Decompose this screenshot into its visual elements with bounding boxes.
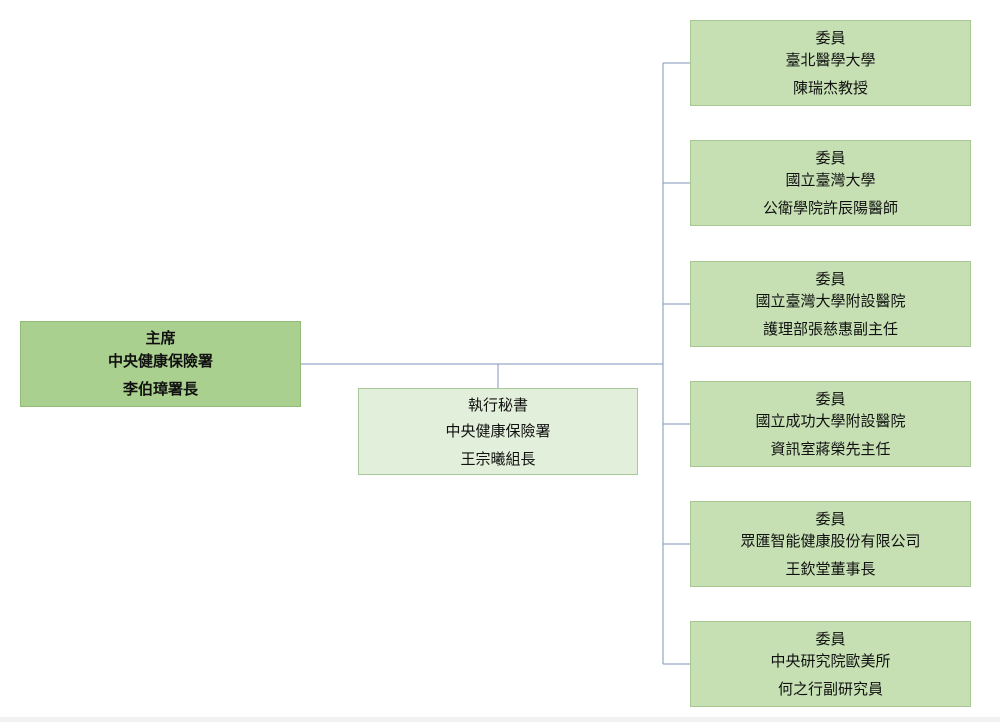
- secretary-person: 王宗曦組長: [460, 449, 536, 468]
- member-role: 委員: [815, 29, 846, 47]
- member-org: 眾匯智能健康股份有限公司: [740, 532, 921, 550]
- secretary-role: 執行秘書: [467, 395, 528, 414]
- member-person: 陳瑞杰教授: [792, 79, 868, 97]
- member-person: 何之行副研究員: [777, 680, 883, 698]
- member-person: 資訊室蔣榮先主任: [770, 440, 891, 458]
- member-box-3: 委員 國立臺灣大學附設醫院 護理部張慈惠副主任: [690, 261, 971, 347]
- member-box-6: 委員 中央研究院歐美所 何之行副研究員: [690, 621, 971, 707]
- member-org: 中央研究院歐美所: [770, 652, 891, 670]
- member-person: 公衛學院許辰陽醫師: [762, 199, 898, 217]
- member-box-4: 委員 國立成功大學附設醫院 資訊室蔣榮先主任: [690, 381, 971, 467]
- chairman-person: 李伯璋署長: [122, 380, 198, 398]
- member-role: 委員: [815, 510, 846, 528]
- member-org: 臺北醫學大學: [785, 51, 876, 69]
- bottom-divider: [0, 717, 1000, 722]
- secretary-org: 中央健康保險署: [445, 421, 551, 440]
- member-box-5: 委員 眾匯智能健康股份有限公司 王欽堂董事長: [690, 501, 971, 587]
- member-org: 國立臺灣大學: [785, 171, 876, 189]
- member-person: 護理部張慈惠副主任: [762, 320, 898, 338]
- member-box-1: 委員 臺北醫學大學 陳瑞杰教授: [690, 20, 971, 106]
- member-org: 國立臺灣大學附設醫院: [755, 292, 906, 310]
- chairman-role: 主席: [145, 329, 176, 347]
- member-box-2: 委員 國立臺灣大學 公衛學院許辰陽醫師: [690, 140, 971, 226]
- member-role: 委員: [815, 390, 846, 408]
- secretary-box: 執行秘書 中央健康保險署 王宗曦組長: [358, 388, 638, 475]
- member-org: 國立成功大學附設醫院: [755, 412, 906, 430]
- member-person: 王欽堂董事長: [785, 560, 876, 578]
- chairman-org: 中央健康保險署: [107, 352, 213, 370]
- member-role: 委員: [815, 270, 846, 288]
- chairman-box: 主席 中央健康保險署 李伯璋署長: [20, 321, 301, 407]
- member-role: 委員: [815, 149, 846, 167]
- member-role: 委員: [815, 630, 846, 648]
